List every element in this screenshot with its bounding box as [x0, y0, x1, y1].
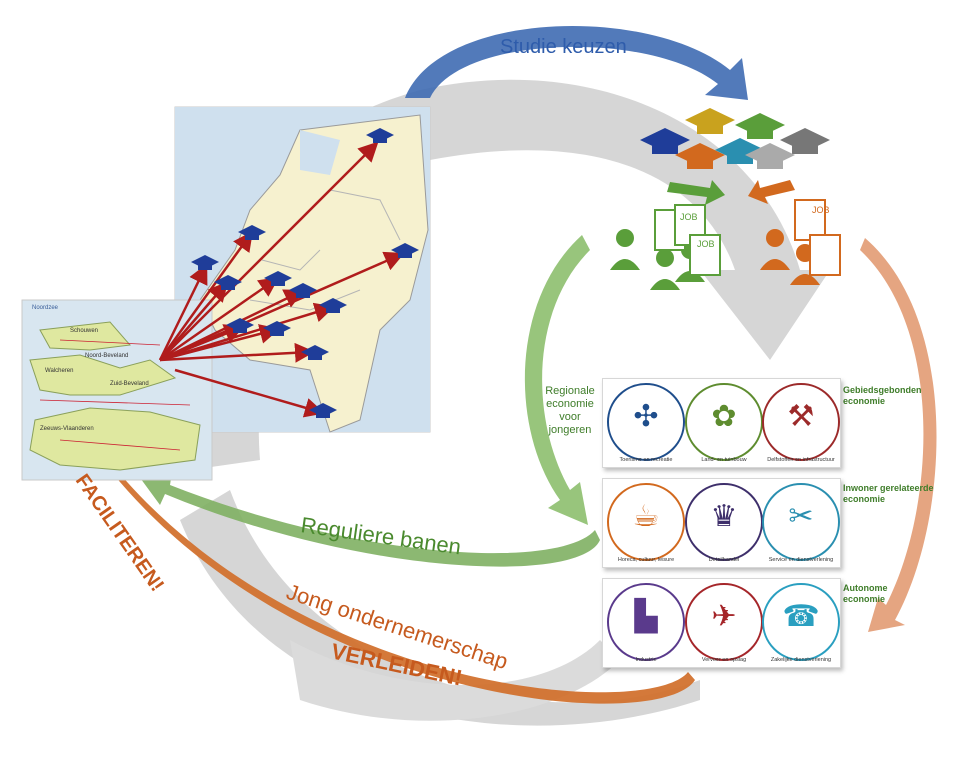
label-line: Regionale	[545, 385, 595, 397]
gebiedsgebonden-label: Gebiedsgebonden economie	[843, 385, 922, 407]
orange-job-cards	[794, 199, 841, 276]
sector-label: Delfstoffen en infrastructuur	[767, 457, 835, 463]
label-line: voor	[559, 411, 581, 423]
orange-right-arrow	[860, 238, 937, 632]
sector-label: Detailhandel	[708, 557, 740, 563]
green-job-text: JOB JOB	[680, 212, 715, 249]
shopping-bag-icon: ♛	[710, 499, 738, 534]
sector-label: Horeca, cultuur, leisure	[617, 557, 675, 563]
walcheren-label: Walcheren	[45, 368, 73, 374]
green-job-cards	[654, 204, 721, 276]
job-label: JOB	[680, 212, 698, 222]
jong-ondernemerschap-arrow	[85, 448, 695, 704]
green-down-arrow	[524, 235, 590, 525]
sector-label: Toerisme en recreatie	[619, 457, 673, 463]
label-line: economie	[843, 396, 886, 406]
sector-circle: ✂	[762, 483, 840, 561]
map-graduation-caps	[191, 128, 419, 418]
job-label: JOB	[812, 205, 830, 215]
sector-circle: ▙	[607, 583, 685, 661]
truck-icon: ✈	[711, 599, 737, 634]
sector-label: Zakelijke dienstverlening	[770, 657, 832, 663]
sector-label: Vervoer en opslag	[701, 657, 747, 663]
oil-pump-icon: ⚒	[787, 399, 815, 434]
regionale-economie-label: Regionale economie voor jongeren	[540, 385, 600, 437]
green-small-arrow	[667, 180, 725, 205]
label-line: economie	[546, 398, 594, 410]
tractor-icon: ✿	[711, 399, 737, 434]
windmill-icon: ✣	[633, 399, 659, 434]
sector-circle: ✈	[685, 583, 763, 661]
inwoner-label: Inwoner gerelateerde economie	[843, 483, 934, 505]
map-labels: Noordzee Schouwen Noord-Beveland Walcher…	[32, 305, 149, 432]
factory-icon: ▙	[634, 599, 658, 634]
headset-icon: ☎	[782, 599, 820, 634]
coffee-icon: ☕	[632, 499, 660, 534]
sector-circle: ✿	[685, 383, 763, 461]
reguliere-banen-arrow	[138, 472, 600, 567]
label-line: Gebiedsgebonden	[843, 385, 922, 395]
sector-label: Industrie	[635, 657, 657, 663]
orange-small-arrow	[748, 180, 795, 204]
label-line: economie	[843, 594, 886, 604]
sector-label: Land- en tuinbouw	[701, 457, 747, 463]
studie-keuzen-label: Studie keuzen	[500, 36, 627, 58]
zeeuws-vlaanderen-label: Zeeuws-Vlaanderen	[40, 426, 94, 432]
zuid-beveland-label: Zuid-Beveland	[110, 381, 149, 387]
autonome-label: Autonome economie	[843, 583, 888, 605]
sector-circle: ♛	[685, 483, 763, 561]
sector-circle: ⚒	[762, 383, 840, 461]
label-line: Autonome	[843, 583, 888, 593]
job-label: JOB	[697, 239, 715, 249]
study-choice-caps	[640, 108, 830, 169]
sector-circle: ✣	[607, 383, 685, 461]
label-line: jongeren	[548, 424, 592, 436]
sector-circle: ☎	[762, 583, 840, 661]
noord-beveland-label: Noord-Beveland	[85, 353, 128, 359]
schouwen-label: Schouwen	[70, 328, 98, 334]
sector-label: Service en dienstverlening	[768, 557, 834, 563]
orange-job-text: JOB	[812, 205, 830, 215]
sector-circle: ☕	[607, 483, 685, 561]
zeeland-map	[21, 299, 213, 481]
tools-icon: ✂	[788, 499, 814, 534]
studie-keuzen-arrow	[405, 25, 748, 100]
label-line: Inwoner gerelateerde	[843, 483, 934, 493]
label-line: economie	[843, 494, 886, 504]
noordzee-label: Noordzee	[32, 305, 59, 311]
netherlands-map	[174, 106, 431, 433]
